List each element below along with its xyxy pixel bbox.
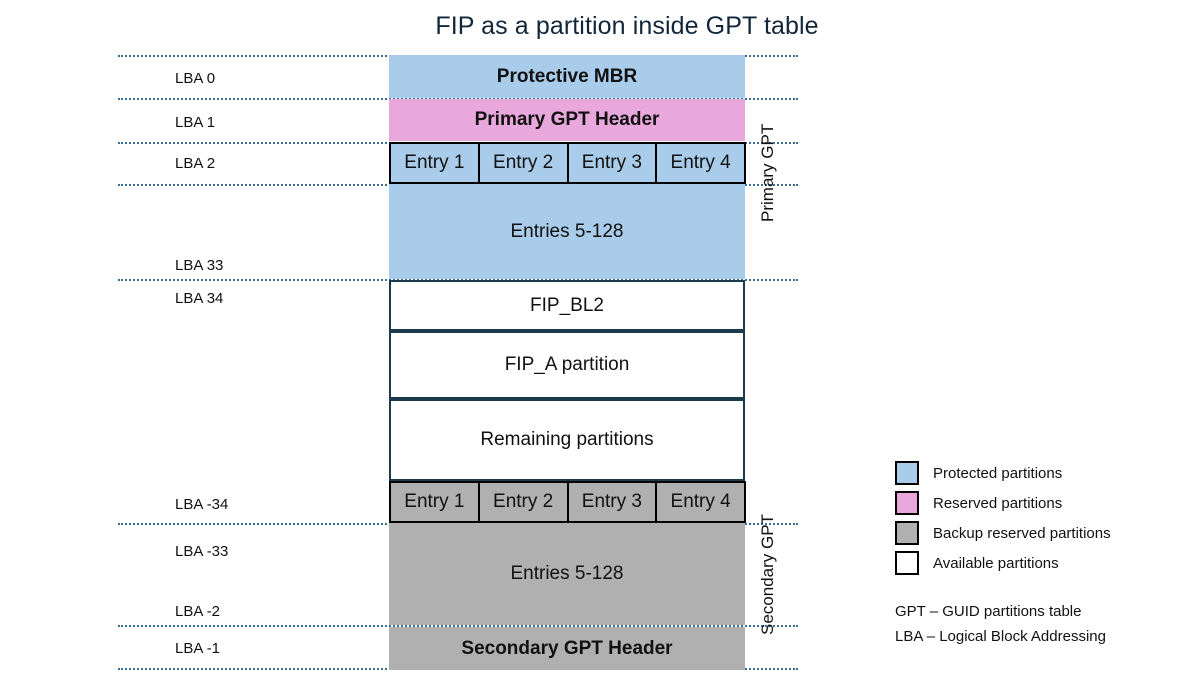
gpt-entry-cell: Entry 2 <box>479 483 569 521</box>
legend-item: Protected partitions <box>895 458 1165 488</box>
lba-label: LBA 0 <box>175 70 216 87</box>
lba-label: LBA 33 <box>175 257 224 274</box>
gpt-entry-cell: Entry 1 <box>391 483 480 521</box>
abbreviation-line: LBA – Logical Block Addressing <box>895 628 1106 645</box>
remaining-partitions: Remaining partitions <box>389 399 745 481</box>
legend-label: Protected partitions <box>933 464 1063 482</box>
gpt-entry-cell: Entry 3 <box>568 483 658 521</box>
lba-label: LBA 34 <box>175 290 224 307</box>
legend-item: Reserved partitions <box>895 488 1165 518</box>
gpt-entry-cell: Entry 2 <box>479 144 569 182</box>
primary-gpt-side-label: Primary GPT <box>758 123 777 223</box>
gpt-entry-cell: Entry 4 <box>657 483 744 521</box>
legend-swatch-icon <box>895 461 919 485</box>
lba-label: LBA -1 <box>175 640 221 657</box>
protective-mbr: Protective MBR <box>389 55 745 98</box>
legend-item: Backup reserved partitions <box>895 518 1165 548</box>
legend-swatch-icon <box>895 521 919 545</box>
secondary-gpt-header: Secondary GPT Header <box>389 627 745 670</box>
lba-label: LBA 1 <box>175 114 216 131</box>
page-title: FIP as a partition inside GPT table <box>435 12 819 40</box>
fip-bl2: FIP_BL2 <box>389 280 745 331</box>
secondary-entries: Entries 5-128 <box>389 523 745 625</box>
primary-gpt-header: Primary GPT Header <box>389 99 745 141</box>
gpt-entry-cell: Entry 4 <box>657 144 744 182</box>
abbreviation-line: GPT – GUID partitions table <box>895 603 1082 620</box>
lba-label: LBA -33 <box>175 543 229 560</box>
legend-swatch-icon <box>895 491 919 515</box>
lba-label: LBA 2 <box>175 155 216 172</box>
guide-line <box>118 625 798 627</box>
lba-label: LBA -34 <box>175 496 229 513</box>
legend-item: Available partitions <box>895 548 1165 578</box>
legend-swatch-icon <box>895 551 919 575</box>
legend-label: Available partitions <box>933 554 1059 572</box>
gpt-entry-cell: Entry 1 <box>391 144 480 182</box>
lba-label: LBA -2 <box>175 603 221 620</box>
gpt-entry-cell: Entry 3 <box>568 144 658 182</box>
secondary-gpt-side-label: Secondary GPT <box>758 514 777 636</box>
legend-label: Backup reserved partitions <box>933 524 1111 542</box>
primary-entries: Entries 5-128 <box>389 184 745 279</box>
fip-a-partition: FIP_A partition <box>389 331 745 399</box>
legend-label: Reserved partitions <box>933 494 1063 512</box>
